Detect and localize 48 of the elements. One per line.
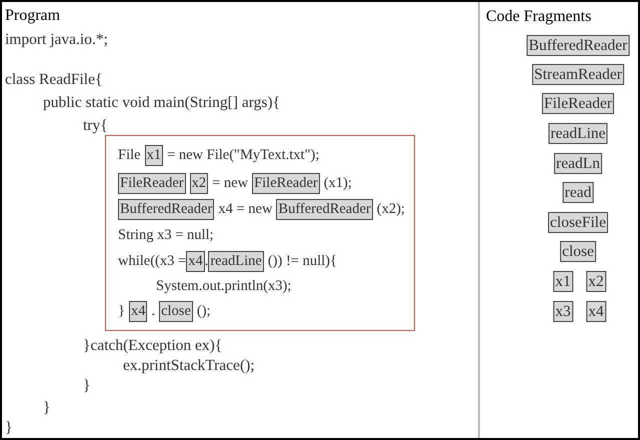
code-fragment-tile: readLine	[548, 123, 608, 144]
code-text: x4 = new	[218, 200, 272, 218]
code-fragment-tile: StreamReader	[532, 64, 624, 85]
highlighted-code-region	[105, 135, 415, 331]
code-fragment-tile: FileReader	[542, 93, 614, 114]
code-text: }	[118, 302, 125, 320]
code-text: (x1);	[324, 174, 352, 192]
code-fragment-tile: x1	[144, 144, 164, 166]
code-fragment-tile: close	[560, 241, 596, 262]
panel-heading: Code Fragments	[486, 7, 592, 26]
code-line: public static void main(String[] args){	[43, 93, 280, 112]
code-fragment-tile: FileReader	[118, 172, 186, 194]
panel-heading: Program	[5, 6, 60, 25]
code-fragment-tile: closeFile	[548, 212, 608, 233]
code-text: File	[118, 146, 141, 164]
code-line: }	[83, 376, 90, 395]
code-line: }catch(Exception ex){	[83, 336, 222, 355]
code-fragment-tile: BufferedReader	[526, 35, 630, 56]
code-text: (x2);	[376, 200, 405, 218]
code-text: = new File("MyText.txt");	[167, 146, 320, 164]
code-fragment-tile: x1	[553, 271, 573, 292]
code-fragment-tile: BufferedReader	[118, 198, 214, 220]
code-text: .	[151, 302, 156, 320]
code-fragment-tile: FileReader	[252, 172, 320, 194]
code-line: }	[43, 398, 50, 417]
code-fragment-tile: x2	[586, 271, 606, 292]
code-text: ();	[196, 302, 211, 320]
code-fragment-tile: readLn	[554, 153, 602, 174]
code-fragment-tile: x4	[586, 301, 606, 322]
code-line: }	[5, 418, 12, 437]
code-fragment-tile: x3	[553, 301, 573, 322]
code-line: ex.printStackTrace();	[123, 356, 255, 375]
code-fragment-tile: readLine	[208, 250, 264, 272]
code-fragment-tile: read	[562, 182, 594, 203]
code-text: System.out.println(x3);	[156, 278, 292, 294]
code-fragment-tile: x4	[128, 300, 148, 322]
code-fragment-tile: close	[159, 300, 193, 322]
code-fragment-tile: x4	[186, 250, 205, 272]
code-line: class ReadFile{	[5, 70, 102, 89]
code-fragment-tile: BufferedReader	[276, 198, 373, 220]
code-line: import java.io.*;	[5, 30, 108, 49]
code-text: String x3 = null;	[118, 226, 214, 244]
code-fragment-tile: x2	[190, 172, 208, 194]
code-text: while((x3 =	[118, 252, 186, 270]
code-line: try{	[83, 116, 108, 135]
code-text: ()) != null){	[268, 252, 337, 270]
code-text: .	[204, 252, 208, 270]
code-text: = new	[212, 174, 248, 192]
